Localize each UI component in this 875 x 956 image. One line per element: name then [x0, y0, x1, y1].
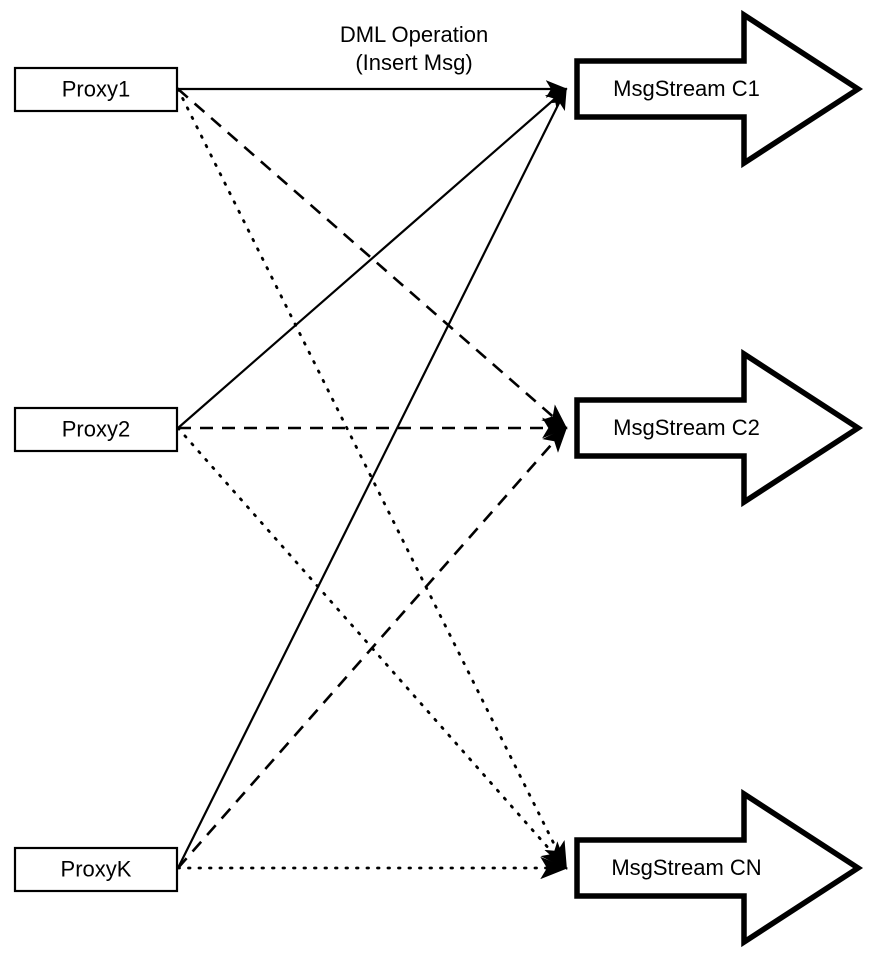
proxy-node-proxy2[interactable]: Proxy2: [13, 406, 179, 453]
msgstream-label: MsgStream C2: [613, 415, 760, 440]
labels-layer: DML Operation (Insert Msg): [340, 22, 488, 75]
proxy-label: Proxy2: [62, 416, 130, 441]
connection-proxyk-c1[interactable]: [177, 87, 567, 869]
msgstream-stream_c1[interactable]: MsgStream C1: [574, 9, 864, 169]
connection-proxyk-c2[interactable]: [177, 426, 568, 869]
connection-proxy1-c2[interactable]: [177, 88, 568, 430]
msgstream-label: MsgStream CN: [611, 855, 761, 880]
msgstream-stream_cn[interactable]: MsgStream CN: [574, 788, 864, 948]
msgstream-arrow-shape: [574, 788, 864, 948]
proxy-box-rect: [13, 66, 179, 113]
msgstream-label: MsgStream C1: [613, 76, 760, 101]
proxy-box-rect: [13, 406, 179, 453]
dml-operation-label-line2: (Insert Msg): [355, 50, 472, 75]
connections-layer: [176, 80, 569, 880]
proxy-label: ProxyK: [61, 856, 132, 881]
proxy-node-proxy1[interactable]: Proxy1: [13, 66, 179, 113]
connection-proxy1-cn[interactable]: [176, 87, 568, 871]
proxy-label: Proxy1: [62, 76, 130, 101]
connection-proxy2-c1[interactable]: [177, 87, 568, 429]
proxy-box-rect: [13, 846, 179, 893]
dml-operation-label-line1: DML Operation: [340, 22, 488, 47]
msgstream-arrow-shape: [574, 9, 864, 169]
msgstream-arrow-shape: [574, 348, 864, 508]
proxy-node-proxyk[interactable]: ProxyK: [13, 846, 179, 893]
streams-layer: MsgStream C1 MsgStream C2 MsgStream CN: [574, 9, 864, 948]
msgstream-stream_c2[interactable]: MsgStream C2: [574, 348, 864, 508]
